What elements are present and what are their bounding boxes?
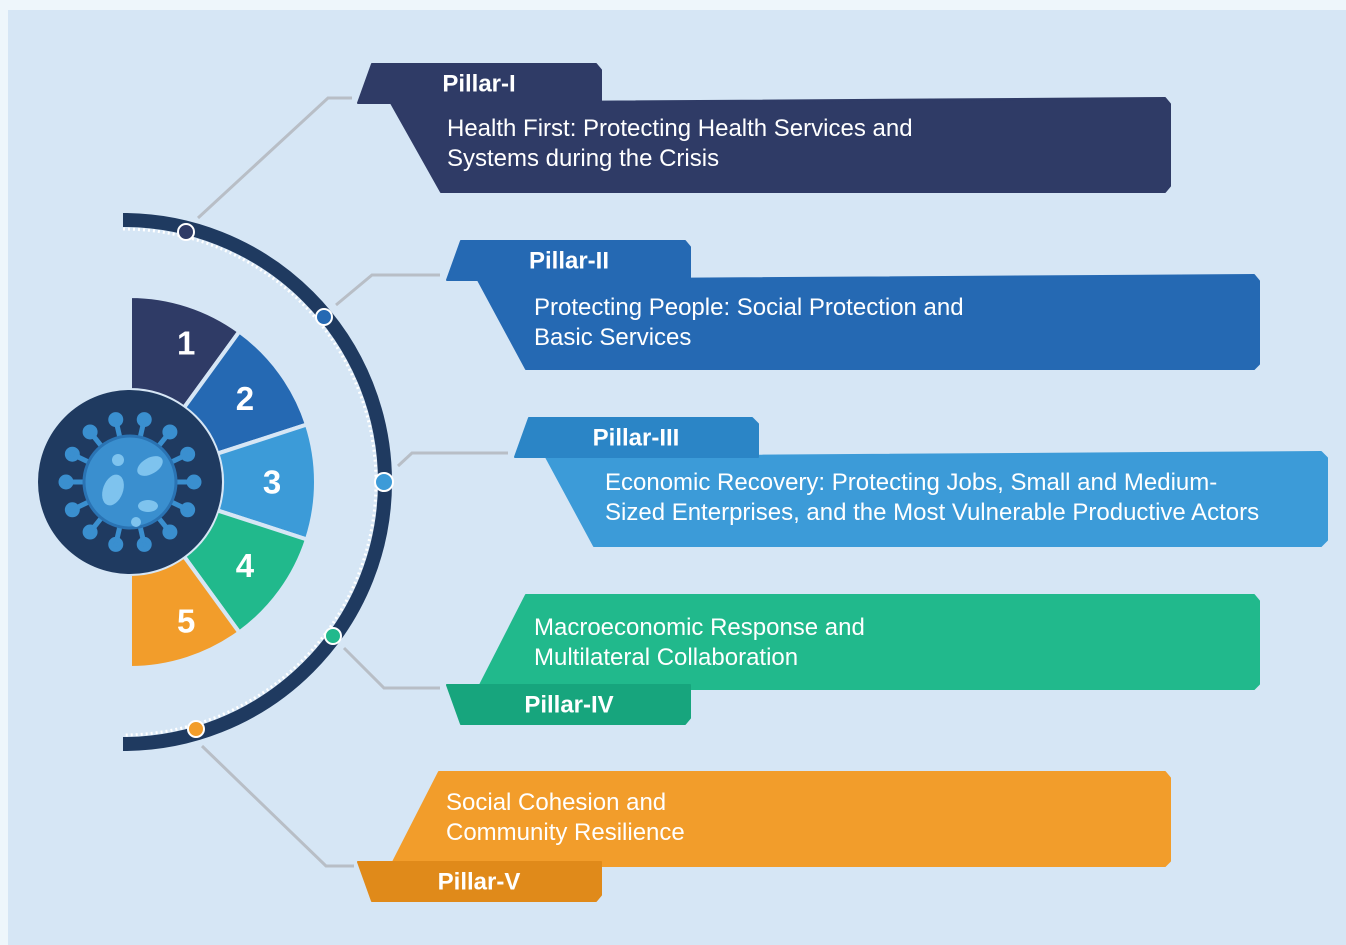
pillar-2: Pillar-II Protecting People: Social Prot… bbox=[446, 240, 1260, 370]
pillar-5-tab-label: Pillar-V bbox=[438, 869, 521, 896]
arc-marker-pillar-3 bbox=[374, 472, 394, 492]
pillar-4-text-line-2: Multilateral Collaboration bbox=[534, 644, 798, 671]
pillar-4-box bbox=[477, 594, 1260, 690]
virus-spike-tip bbox=[82, 424, 98, 440]
pillar-3-tab-label: Pillar-III bbox=[593, 425, 680, 452]
connector-pillar-1 bbox=[196, 96, 352, 220]
virus-spike-tip bbox=[82, 524, 98, 540]
pillar-4-tab bbox=[446, 684, 691, 725]
pillar-3: Pillar-III Economic Recovery: Protecting… bbox=[514, 417, 1328, 547]
virus-spike-tip bbox=[136, 412, 152, 428]
pillar-1: Pillar-I Health First: Protecting Health… bbox=[357, 63, 1171, 193]
pillar-3-text-line-1: Economic Recovery: Protecting Jobs, Smal… bbox=[605, 469, 1217, 496]
arc-dots bbox=[122, 227, 378, 737]
pillar-5-text-line-1: Social Cohesion and bbox=[446, 789, 666, 816]
ring-segments: 1 2 3 4 5 bbox=[128, 293, 318, 671]
connectors bbox=[196, 96, 508, 868]
arc-marker-pillar-4 bbox=[324, 627, 342, 645]
pillar-2-text-line-1: Protecting People: Social Protection and bbox=[534, 294, 964, 321]
pillar-5-text-line-2: Community Resilience bbox=[446, 819, 685, 846]
virus-spike-tip bbox=[64, 446, 80, 462]
connector-pillar-4 bbox=[342, 646, 440, 690]
pillar-5: Pillar-V Social Cohesion and Community R… bbox=[357, 771, 1171, 902]
progress-arc bbox=[122, 213, 394, 751]
pillar-3-tab bbox=[514, 417, 759, 458]
pillar-1-tab-label: Pillar-I bbox=[442, 71, 515, 98]
pillar-4: Pillar-IV Macroeconomic Response and Mul… bbox=[446, 594, 1260, 725]
virus-spike-tip bbox=[64, 502, 80, 518]
segment-number: 5 bbox=[177, 603, 195, 640]
pillar-1-box bbox=[390, 97, 1171, 193]
pillar-2-text-line-2: Basic Services bbox=[534, 324, 691, 351]
arc-marker-pillar-2 bbox=[315, 308, 333, 326]
segment-number: 1 bbox=[177, 324, 195, 361]
virus-icon bbox=[58, 412, 202, 552]
virus-spike-tip bbox=[180, 446, 196, 462]
pillar-2-box bbox=[477, 274, 1260, 370]
arc-marker-pillar-5 bbox=[187, 720, 205, 738]
virus-spike-tip bbox=[108, 412, 124, 428]
arc-marker-pillar-1 bbox=[177, 223, 195, 241]
pillar-1-text-line-2: Systems during the Crisis bbox=[447, 145, 719, 172]
connector-pillar-2 bbox=[335, 273, 440, 307]
pillar-4-tab-label: Pillar-IV bbox=[524, 692, 613, 719]
pillar-3-text-line-2: Sized Enterprises, and the Most Vulnerab… bbox=[605, 499, 1259, 526]
virus-spike-tip bbox=[186, 474, 202, 490]
pillar-1-tab bbox=[357, 63, 602, 104]
virus-spike-tip bbox=[136, 536, 152, 552]
hub bbox=[38, 390, 222, 574]
pillar-4-text-line-1: Macroeconomic Response and bbox=[534, 614, 865, 641]
connector-pillar-3 bbox=[396, 451, 508, 468]
virus-spike-tip bbox=[162, 524, 178, 540]
connector-pillar-5 bbox=[200, 744, 354, 868]
virus-spike-tip bbox=[162, 424, 178, 440]
pillar-3-box bbox=[545, 451, 1328, 547]
virus-spike-tip bbox=[180, 502, 196, 518]
segment-number: 3 bbox=[263, 464, 281, 501]
virus-spike-tip bbox=[108, 536, 124, 552]
pillar-2-tab bbox=[446, 240, 691, 281]
segment-number: 4 bbox=[236, 547, 255, 584]
pillar-5-tab bbox=[357, 861, 602, 902]
segment-number: 2 bbox=[236, 380, 254, 417]
pillar-1-text-line-1: Health First: Protecting Health Services… bbox=[447, 115, 913, 142]
pillar-2-tab-label: Pillar-II bbox=[529, 248, 609, 275]
virus-spike-tip bbox=[58, 474, 74, 490]
